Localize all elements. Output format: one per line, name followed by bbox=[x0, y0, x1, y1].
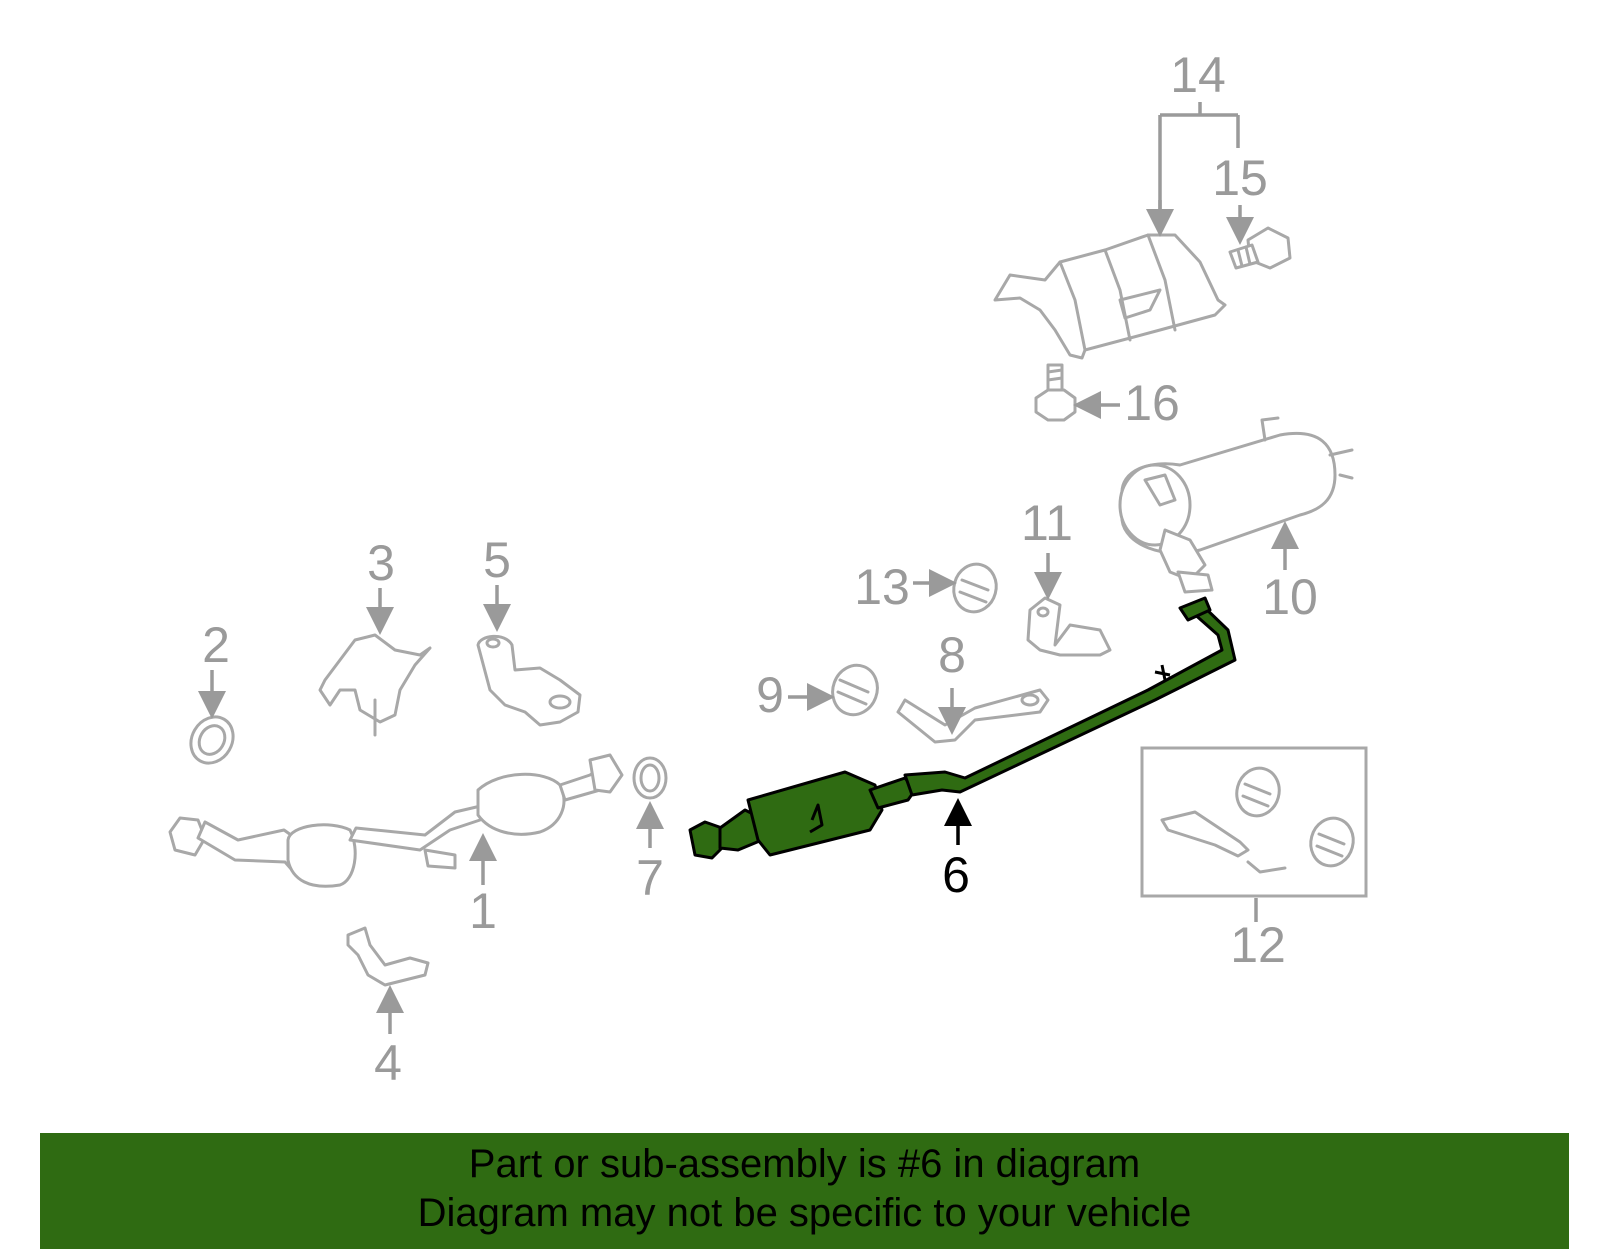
callout-16: 16 bbox=[1124, 375, 1180, 431]
callout-1: 1 bbox=[469, 883, 497, 939]
callout-15: 15 bbox=[1212, 150, 1268, 206]
callout-5: 5 bbox=[483, 532, 511, 588]
callout-8: 8 bbox=[938, 627, 966, 683]
callout-7: 7 bbox=[636, 850, 664, 906]
part-1-front-pipe[interactable] bbox=[168, 753, 624, 888]
callout-13: 13 bbox=[854, 559, 910, 615]
callout-2: 2 bbox=[202, 617, 230, 673]
part-13-hanger-rubber[interactable] bbox=[949, 559, 1002, 616]
info-banner: Part or sub-assembly is #6 in diagram Di… bbox=[40, 1133, 1569, 1249]
banner-line-1: Part or sub-assembly is #6 in diagram bbox=[468, 1142, 1141, 1186]
callout-11: 11 bbox=[1021, 495, 1073, 551]
callout-12: 12 bbox=[1230, 917, 1286, 973]
part-7-gasket[interactable] bbox=[632, 756, 668, 800]
part-10-muffler[interactable] bbox=[1118, 416, 1354, 594]
callout-6: 6 bbox=[942, 847, 970, 903]
callout-10: 10 bbox=[1262, 569, 1318, 625]
part-2-gasket[interactable] bbox=[183, 709, 242, 771]
callout-9: 9 bbox=[756, 667, 784, 723]
part-9-hanger-rubber[interactable] bbox=[826, 659, 884, 721]
part-3-bracket[interactable] bbox=[318, 633, 432, 737]
part-11-bracket[interactable] bbox=[1026, 596, 1112, 657]
part-14-heat-shield[interactable] bbox=[993, 233, 1227, 360]
part-12-hanger-kit[interactable] bbox=[1140, 746, 1368, 898]
callout-4: 4 bbox=[374, 1035, 402, 1091]
exhaust-parts-diagram: 1 2 3 4 5 6 7 8 9 10 11 12 13 14 15 16 bbox=[168, 47, 1368, 1091]
part-15-bolt[interactable] bbox=[1228, 226, 1292, 270]
callout-labels: 1 2 3 4 5 6 7 8 9 10 11 12 13 14 15 16 bbox=[202, 47, 1318, 1091]
part-8-bracket[interactable] bbox=[896, 688, 1050, 744]
part-6-center-pipe[interactable] bbox=[688, 596, 1237, 860]
banner-line-2: Diagram may not be specific to your vehi… bbox=[417, 1191, 1192, 1235]
leader-lines bbox=[198, 102, 1299, 1034]
part-16-bolt[interactable] bbox=[1034, 363, 1077, 422]
callout-3: 3 bbox=[367, 535, 395, 591]
part-4-bracket[interactable] bbox=[346, 926, 430, 987]
callout-14: 14 bbox=[1170, 47, 1226, 103]
part-5-mount[interactable] bbox=[476, 634, 582, 727]
